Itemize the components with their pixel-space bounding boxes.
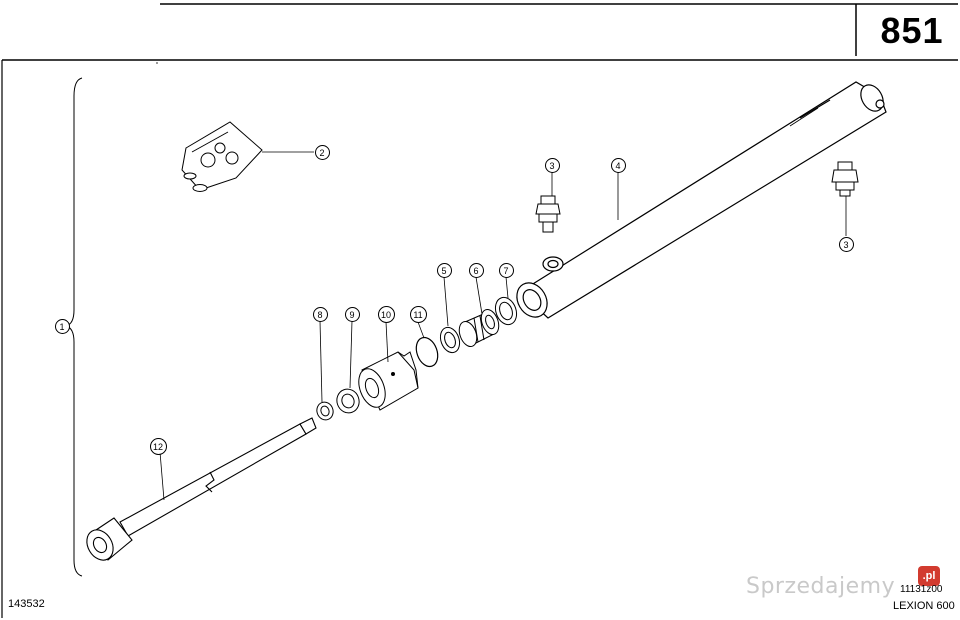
seal-ring-5 — [439, 326, 461, 354]
o-ring-11 — [415, 336, 439, 368]
drawing-ref: 11131z00 — [900, 584, 943, 595]
cylinder-head-10 — [358, 351, 419, 411]
callout-2: 2 — [314, 144, 330, 160]
nut-8 — [316, 401, 334, 421]
page-frame — [1, 3, 958, 618]
watermark-text: Sprzedajemy — [746, 574, 896, 599]
wiper-ring-9 — [336, 388, 360, 414]
callout-3-right: 3 — [838, 236, 854, 252]
piston-rod-12 — [86, 417, 317, 561]
callout-12: 12 — [149, 437, 167, 455]
machine-model: LEXION 600 — [893, 600, 955, 612]
callout-4: 4 — [610, 157, 626, 173]
callout-6: 6 — [468, 262, 484, 278]
hydraulic-fitting-right — [831, 161, 859, 197]
hydraulic-fitting-top — [535, 195, 561, 233]
callout-8: 8 — [312, 306, 328, 322]
guide-ring-7 — [494, 296, 518, 326]
callout-3-top: 3 — [544, 157, 560, 173]
callout-10: 10 — [377, 305, 395, 323]
drawing-id: 143532 — [8, 598, 45, 610]
piston-6 — [458, 308, 500, 348]
watermark-badge: .pl — [918, 566, 940, 586]
seal-kit-bag — [181, 121, 263, 192]
callout-7: 7 — [498, 262, 514, 278]
page-number: 851 — [880, 10, 944, 51]
callout-9: 9 — [344, 306, 360, 322]
leader-lines — [159, 151, 847, 501]
cylinder-tube — [516, 81, 887, 319]
callout-11: 11 — [409, 305, 427, 323]
callout-5: 5 — [436, 262, 452, 278]
callout-1: 1 — [54, 318, 70, 334]
